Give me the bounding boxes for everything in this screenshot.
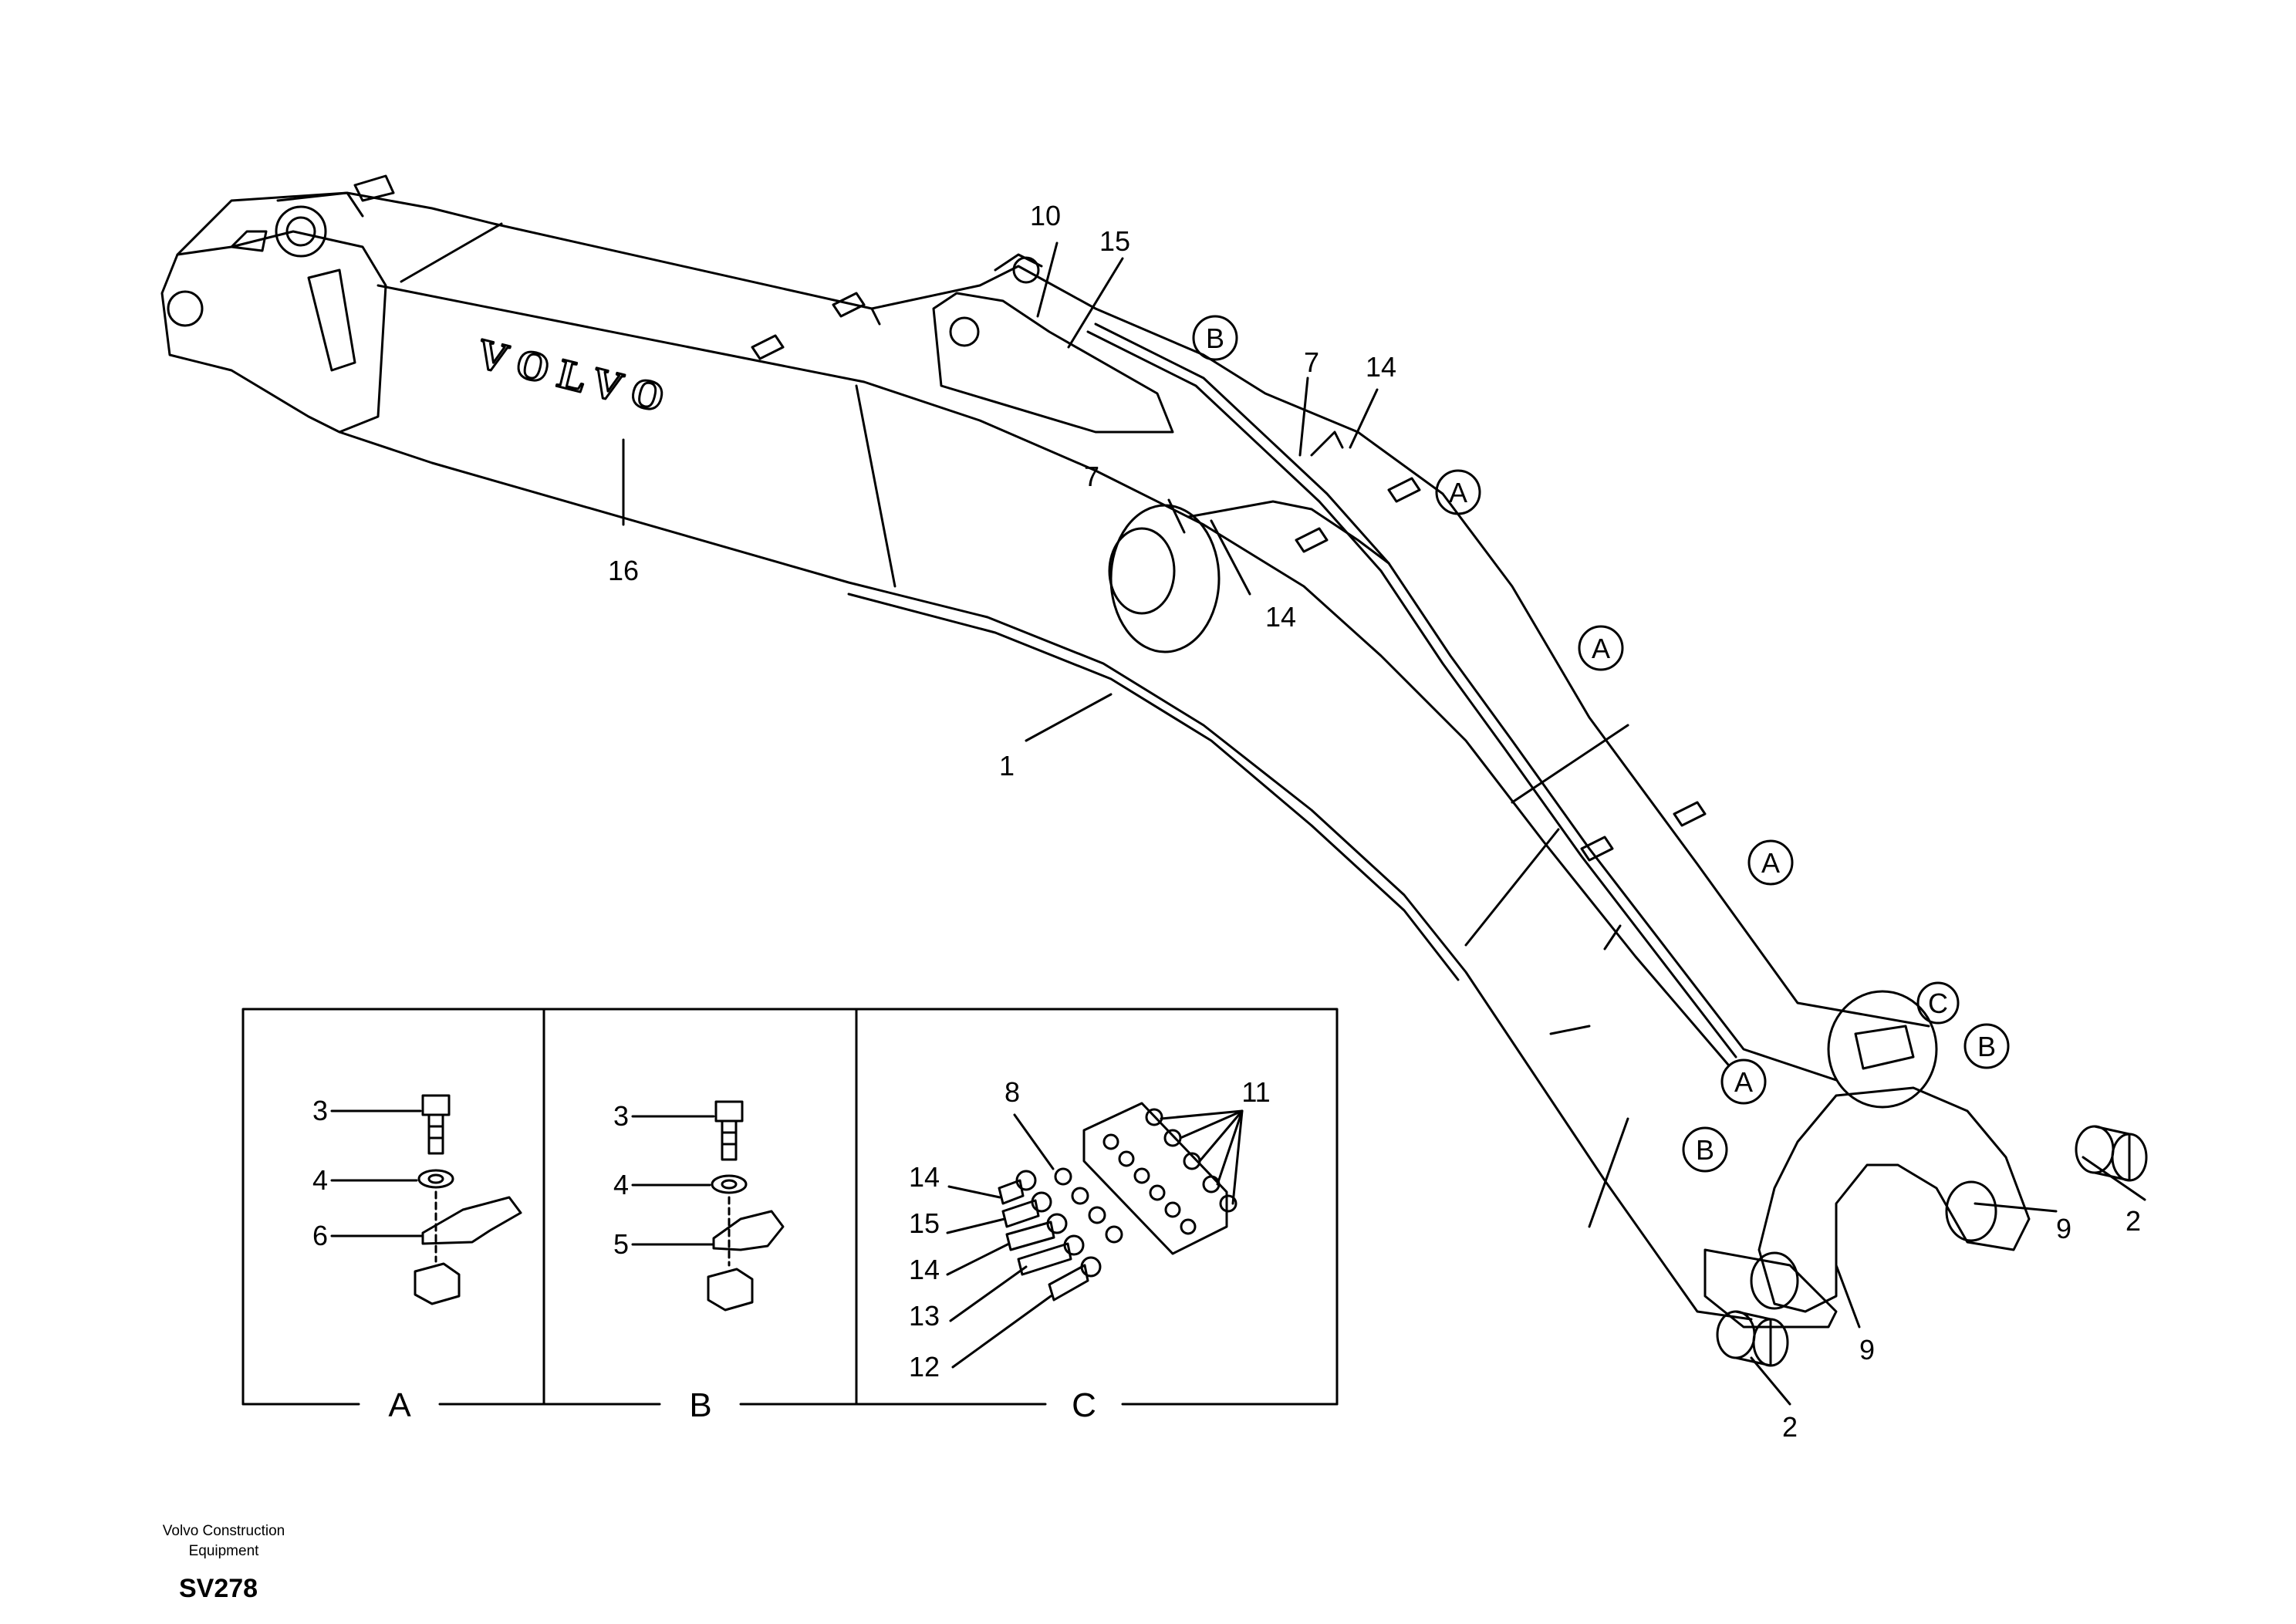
callout-14: 14	[1265, 601, 1296, 633]
callout-7: 7	[1304, 346, 1319, 378]
detail-c-callout-14: 14	[909, 1254, 940, 1285]
reference-letters: B A A A A B B C	[1206, 322, 1996, 1166]
detail-a-callout-3: 3	[312, 1095, 328, 1126]
detail-panels-frame	[241, 1008, 1339, 1406]
marker-b-circle	[1963, 1023, 2010, 1069]
detail-c-callout-14: 14	[909, 1161, 940, 1193]
detail-a-callout-6: 6	[312, 1220, 328, 1251]
brand-lettering: VOLVO	[471, 329, 680, 424]
detail-c-callout-15: 15	[909, 1207, 940, 1239]
marker-a-circle	[1720, 1058, 1767, 1105]
detail-c-callout-13: 13	[909, 1300, 940, 1332]
callout-15: 15	[1099, 225, 1130, 257]
callout-labels: 1 16 10 15 7 14 7 14 2 2 9 9	[608, 200, 2141, 1443]
drawing-code: SV278	[179, 1574, 258, 1603]
boom-arm	[160, 174, 2148, 1367]
detail-b-callout-3: 3	[613, 1100, 629, 1132]
manufacturer-line-1: Volvo Construction	[162, 1523, 285, 1539]
detail-b-label: B	[689, 1386, 711, 1424]
reference-markers	[1192, 315, 2010, 1173]
detail-a-parts	[330, 1094, 522, 1305]
marker-c: C	[1928, 988, 1948, 1019]
callout-1: 1	[999, 750, 1015, 782]
marker-b: B	[1206, 322, 1224, 354]
callout-9: 9	[2056, 1213, 2071, 1244]
callout-2: 2	[1782, 1411, 1798, 1443]
detail-b-callout-5: 5	[613, 1228, 629, 1260]
brand-text: VOLVO	[473, 329, 680, 423]
callout-14: 14	[1366, 351, 1396, 383]
callout-9: 9	[1859, 1334, 1875, 1366]
callout-2: 2	[2125, 1205, 2141, 1237]
detail-c-parts	[946, 1102, 1244, 1369]
detail-c-callout-8: 8	[1004, 1076, 1020, 1108]
detail-a-callout-4: 4	[312, 1164, 328, 1196]
leader-lines	[622, 241, 2146, 1406]
detail-panel-c: 8 11 14 15 14 13 12 C	[909, 1076, 1271, 1424]
marker-a-circle	[1578, 625, 1624, 671]
manufacturer-line-2: Equipment	[188, 1543, 259, 1559]
detail-a-label: A	[388, 1386, 411, 1424]
callout-16: 16	[608, 555, 639, 586]
marker-a-circle	[1747, 839, 1794, 886]
marker-b: B	[1696, 1134, 1714, 1166]
marker-a-circle	[1435, 469, 1481, 515]
marker-a: A	[1592, 633, 1610, 664]
detail-panel-a: 3 4 6 A	[312, 1095, 411, 1424]
callout-7: 7	[1084, 461, 1099, 492]
detail-c-callout-12: 12	[909, 1351, 940, 1383]
marker-b-circle	[1192, 315, 1238, 361]
detail-b-parts	[631, 1100, 785, 1312]
detail-c-callout-11: 11	[1241, 1076, 1270, 1108]
detail-panel-b: 3 4 5 B	[613, 1100, 712, 1424]
marker-a: A	[1449, 477, 1467, 508]
marker-a: A	[1761, 847, 1780, 879]
callout-10: 10	[1030, 200, 1061, 231]
detail-c-label: C	[1072, 1386, 1096, 1424]
marker-c-circle	[1916, 981, 1960, 1025]
footer-block: Volvo Construction Equipment SV278	[116, 1521, 332, 1604]
marker-a: A	[1734, 1066, 1753, 1098]
marker-b-circle	[1682, 1126, 1728, 1173]
marker-b: B	[1977, 1031, 1996, 1062]
detail-b-callout-4: 4	[613, 1169, 629, 1200]
